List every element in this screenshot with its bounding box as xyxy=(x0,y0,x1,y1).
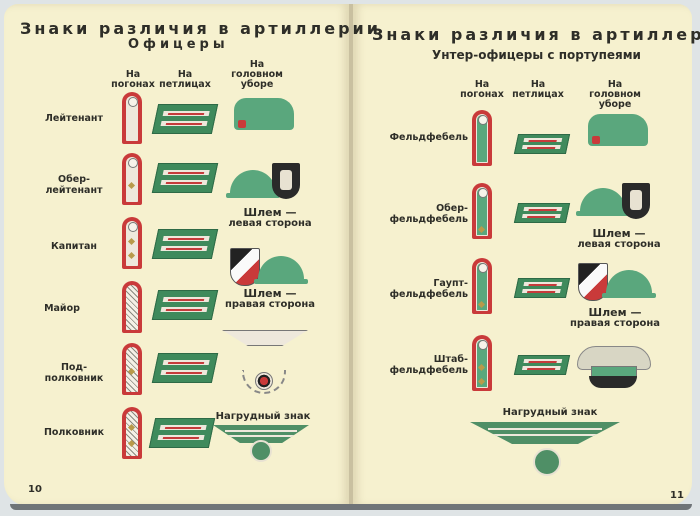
rank-label-oberleutnant: Обер-лейтенант xyxy=(45,174,103,196)
page-number-left: 10 xyxy=(28,484,42,495)
rank-label-feldwebel: Фельдфебель xyxy=(389,132,468,143)
collar-tab-major xyxy=(151,290,219,320)
visor-cap xyxy=(577,346,651,390)
caption-helmet-right: Шлем —правая сторона xyxy=(224,287,316,310)
rank-label-major: Майор xyxy=(44,303,80,314)
collar-tab-oberstleutnant xyxy=(151,353,219,383)
field-cap-nco xyxy=(588,114,648,146)
caption-helmet-left-nco: Шлем —левая сторона xyxy=(577,227,661,250)
rank-label-hauptfeldwebel: Гаупт-фельдфебель xyxy=(389,278,468,300)
right-page-title: Знаки различия в артиллерии xyxy=(372,25,700,44)
book-spine xyxy=(349,4,353,506)
collar-tab-oberst xyxy=(148,418,216,448)
shoulder-strap-oberleutnant xyxy=(122,153,142,205)
breast-eagle-officer xyxy=(213,425,309,443)
shoulder-strap-hauptmann xyxy=(122,217,142,269)
shoulder-strap-major xyxy=(122,281,142,333)
left-page-title: Знаки различия в артиллерии xyxy=(20,19,381,38)
book-edge xyxy=(10,504,692,510)
caption-breast-badge-left: Нагрудный знак xyxy=(215,411,311,422)
shoulder-strap-leutnant xyxy=(122,92,142,144)
rank-label-stabsfeldwebel: Штаб-фельдфебель xyxy=(389,354,468,376)
collar-tab-hauptmann xyxy=(151,229,219,259)
field-cap xyxy=(234,98,294,130)
rank-label-oberst: Полковник xyxy=(43,427,105,438)
rank-label-hauptmann: Капитан xyxy=(51,241,97,252)
collar-tab-oberleutnant xyxy=(151,163,219,193)
collar-tab-leutnant xyxy=(151,104,219,134)
rank-label-leutnant: Лейтенант xyxy=(45,113,103,124)
collar-tab-hauptfeldwebel xyxy=(513,278,571,298)
right-page-subtitle: Унтер-офицеры с портупеями xyxy=(432,48,641,62)
caption-helmet-right-nco: Шлем —правая сторона xyxy=(569,306,661,329)
army-decal-shield xyxy=(272,163,300,199)
shoulder-strap-oberfeldwebel xyxy=(472,183,492,239)
breast-badge-medallion-nco xyxy=(533,448,561,476)
caption-helmet-left: Шлем —левая сторона xyxy=(228,206,312,229)
breast-eagle-nco xyxy=(470,422,620,444)
page-number-right: 11 xyxy=(670,490,684,501)
left-page-subtitle: Офицеры xyxy=(128,37,229,52)
shoulder-strap-stabsfeldwebel xyxy=(472,335,492,391)
breast-badge-medallion xyxy=(250,440,272,462)
shoulder-strap-oberst xyxy=(122,407,142,459)
shoulder-strap-feldwebel xyxy=(472,110,492,166)
army-decal-shield-nco xyxy=(622,183,650,219)
rank-label-oberfeldwebel: Обер-фельдфебель xyxy=(389,203,468,225)
rank-label-oberstleutnant: Под-полковник xyxy=(44,362,104,384)
caption-breast-badge-right: Нагрудный знак xyxy=(502,407,598,418)
shoulder-strap-hauptfeldwebel xyxy=(472,258,492,314)
shoulder-strap-oberstleutnant xyxy=(122,343,142,395)
collar-tab-feldwebel xyxy=(513,134,571,154)
collar-tab-oberfeldwebel xyxy=(513,203,571,223)
collar-tab-stabsfeldwebel xyxy=(513,355,571,375)
